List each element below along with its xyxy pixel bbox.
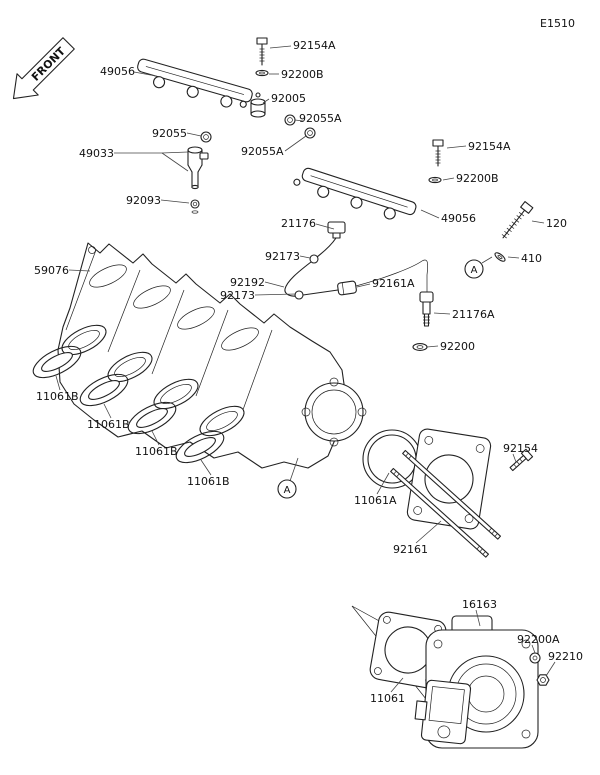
label-92005: 92005 (271, 92, 306, 105)
bolt-92154a-right (432, 139, 444, 167)
label-11061b-3: 11061B (135, 445, 178, 458)
stud-1 (402, 449, 502, 540)
label-92055: 92055 (152, 127, 187, 140)
hose-92192 (284, 261, 312, 297)
part-92005 (250, 92, 266, 118)
label-11061a: 11061A (354, 494, 397, 507)
label-49056-right: 49056 (441, 212, 476, 225)
stud-2 (390, 467, 490, 558)
o-ring-92055a-2 (304, 127, 316, 139)
callout-a-1: A (464, 256, 493, 279)
label-11061b-1: 11061B (36, 390, 79, 403)
callout-a-2-label: A (284, 485, 291, 496)
label-11061: 11061 (370, 692, 405, 705)
label-92173-1: 92173 (265, 250, 300, 263)
label-59076: 59076 (34, 264, 69, 277)
label-92200a: 92200A (517, 633, 560, 646)
bolt-120 (501, 201, 534, 239)
gasket-11061b-4 (175, 430, 225, 464)
washer-410 (494, 252, 506, 262)
label-92200b-top: 92200B (281, 68, 324, 81)
bolt-92154 (509, 448, 534, 472)
label-11061b-4: 11061B (187, 475, 230, 488)
label-92173-2: 92173 (220, 289, 255, 302)
callout-a-1-label: A (471, 265, 478, 276)
label-92154a-top: 92154A (293, 39, 336, 52)
page-code: E1510 (540, 17, 575, 30)
label-21176: 21176 (281, 217, 316, 230)
label-92161: 92161 (393, 543, 428, 556)
label-92154: 92154 (503, 442, 538, 455)
o-ring-92055 (200, 131, 212, 143)
label-410: 410 (521, 252, 542, 265)
label-92154a-right: 92154A (468, 140, 511, 153)
label-92161a: 92161A (372, 277, 415, 290)
front-arrow-label: FRONT (29, 44, 68, 83)
label-49056-top: 49056 (100, 65, 135, 78)
label-92210: 92210 (548, 650, 583, 663)
plate-92161 (406, 428, 492, 530)
sensor-21176 (316, 221, 346, 258)
leader-lines (55, 45, 556, 693)
label-21176a: 21176A (452, 308, 495, 321)
label-92055a-1: 92055A (299, 112, 342, 125)
seal-92093 (190, 199, 200, 214)
label-92093: 92093 (126, 194, 161, 207)
washer-92200a (529, 652, 541, 664)
clamp-92173-1 (309, 254, 319, 264)
label-11061b-2: 11061B (87, 418, 130, 431)
gasket-11061b-1 (32, 345, 82, 379)
sensor-21176a (419, 291, 434, 327)
label-92055a-2: 92055A (241, 145, 284, 158)
label-92200: 92200 (440, 340, 475, 353)
clamp-92173-2 (294, 290, 304, 300)
bolt-92154a-top (256, 37, 268, 66)
front-arrow: FRONT (12, 37, 75, 100)
fuel-rail-right (293, 167, 417, 220)
washer-92200 (412, 343, 428, 351)
sensor-wire (355, 259, 429, 292)
label-16163: 16163 (462, 598, 497, 611)
o-ring-92055a-1 (284, 114, 296, 126)
label-49033: 49033 (79, 147, 114, 160)
injector-49033 (187, 146, 209, 190)
label-92192: 92192 (230, 276, 265, 289)
gasket-11061b-2 (79, 373, 129, 407)
nut-92210 (536, 674, 550, 686)
callout-a-2: A (277, 457, 299, 499)
label-92200b-right: 92200B (456, 172, 499, 185)
label-120: 120 (546, 217, 567, 230)
gasket-11061b-3 (127, 401, 177, 435)
washer-92200b-top (255, 69, 269, 77)
throttle-body-16163 (414, 615, 539, 749)
intake-manifold-59076 (57, 242, 367, 469)
damper-92161a (337, 280, 357, 296)
fuel-rail-top-left (137, 58, 253, 108)
washer-92200b-right (428, 176, 442, 184)
